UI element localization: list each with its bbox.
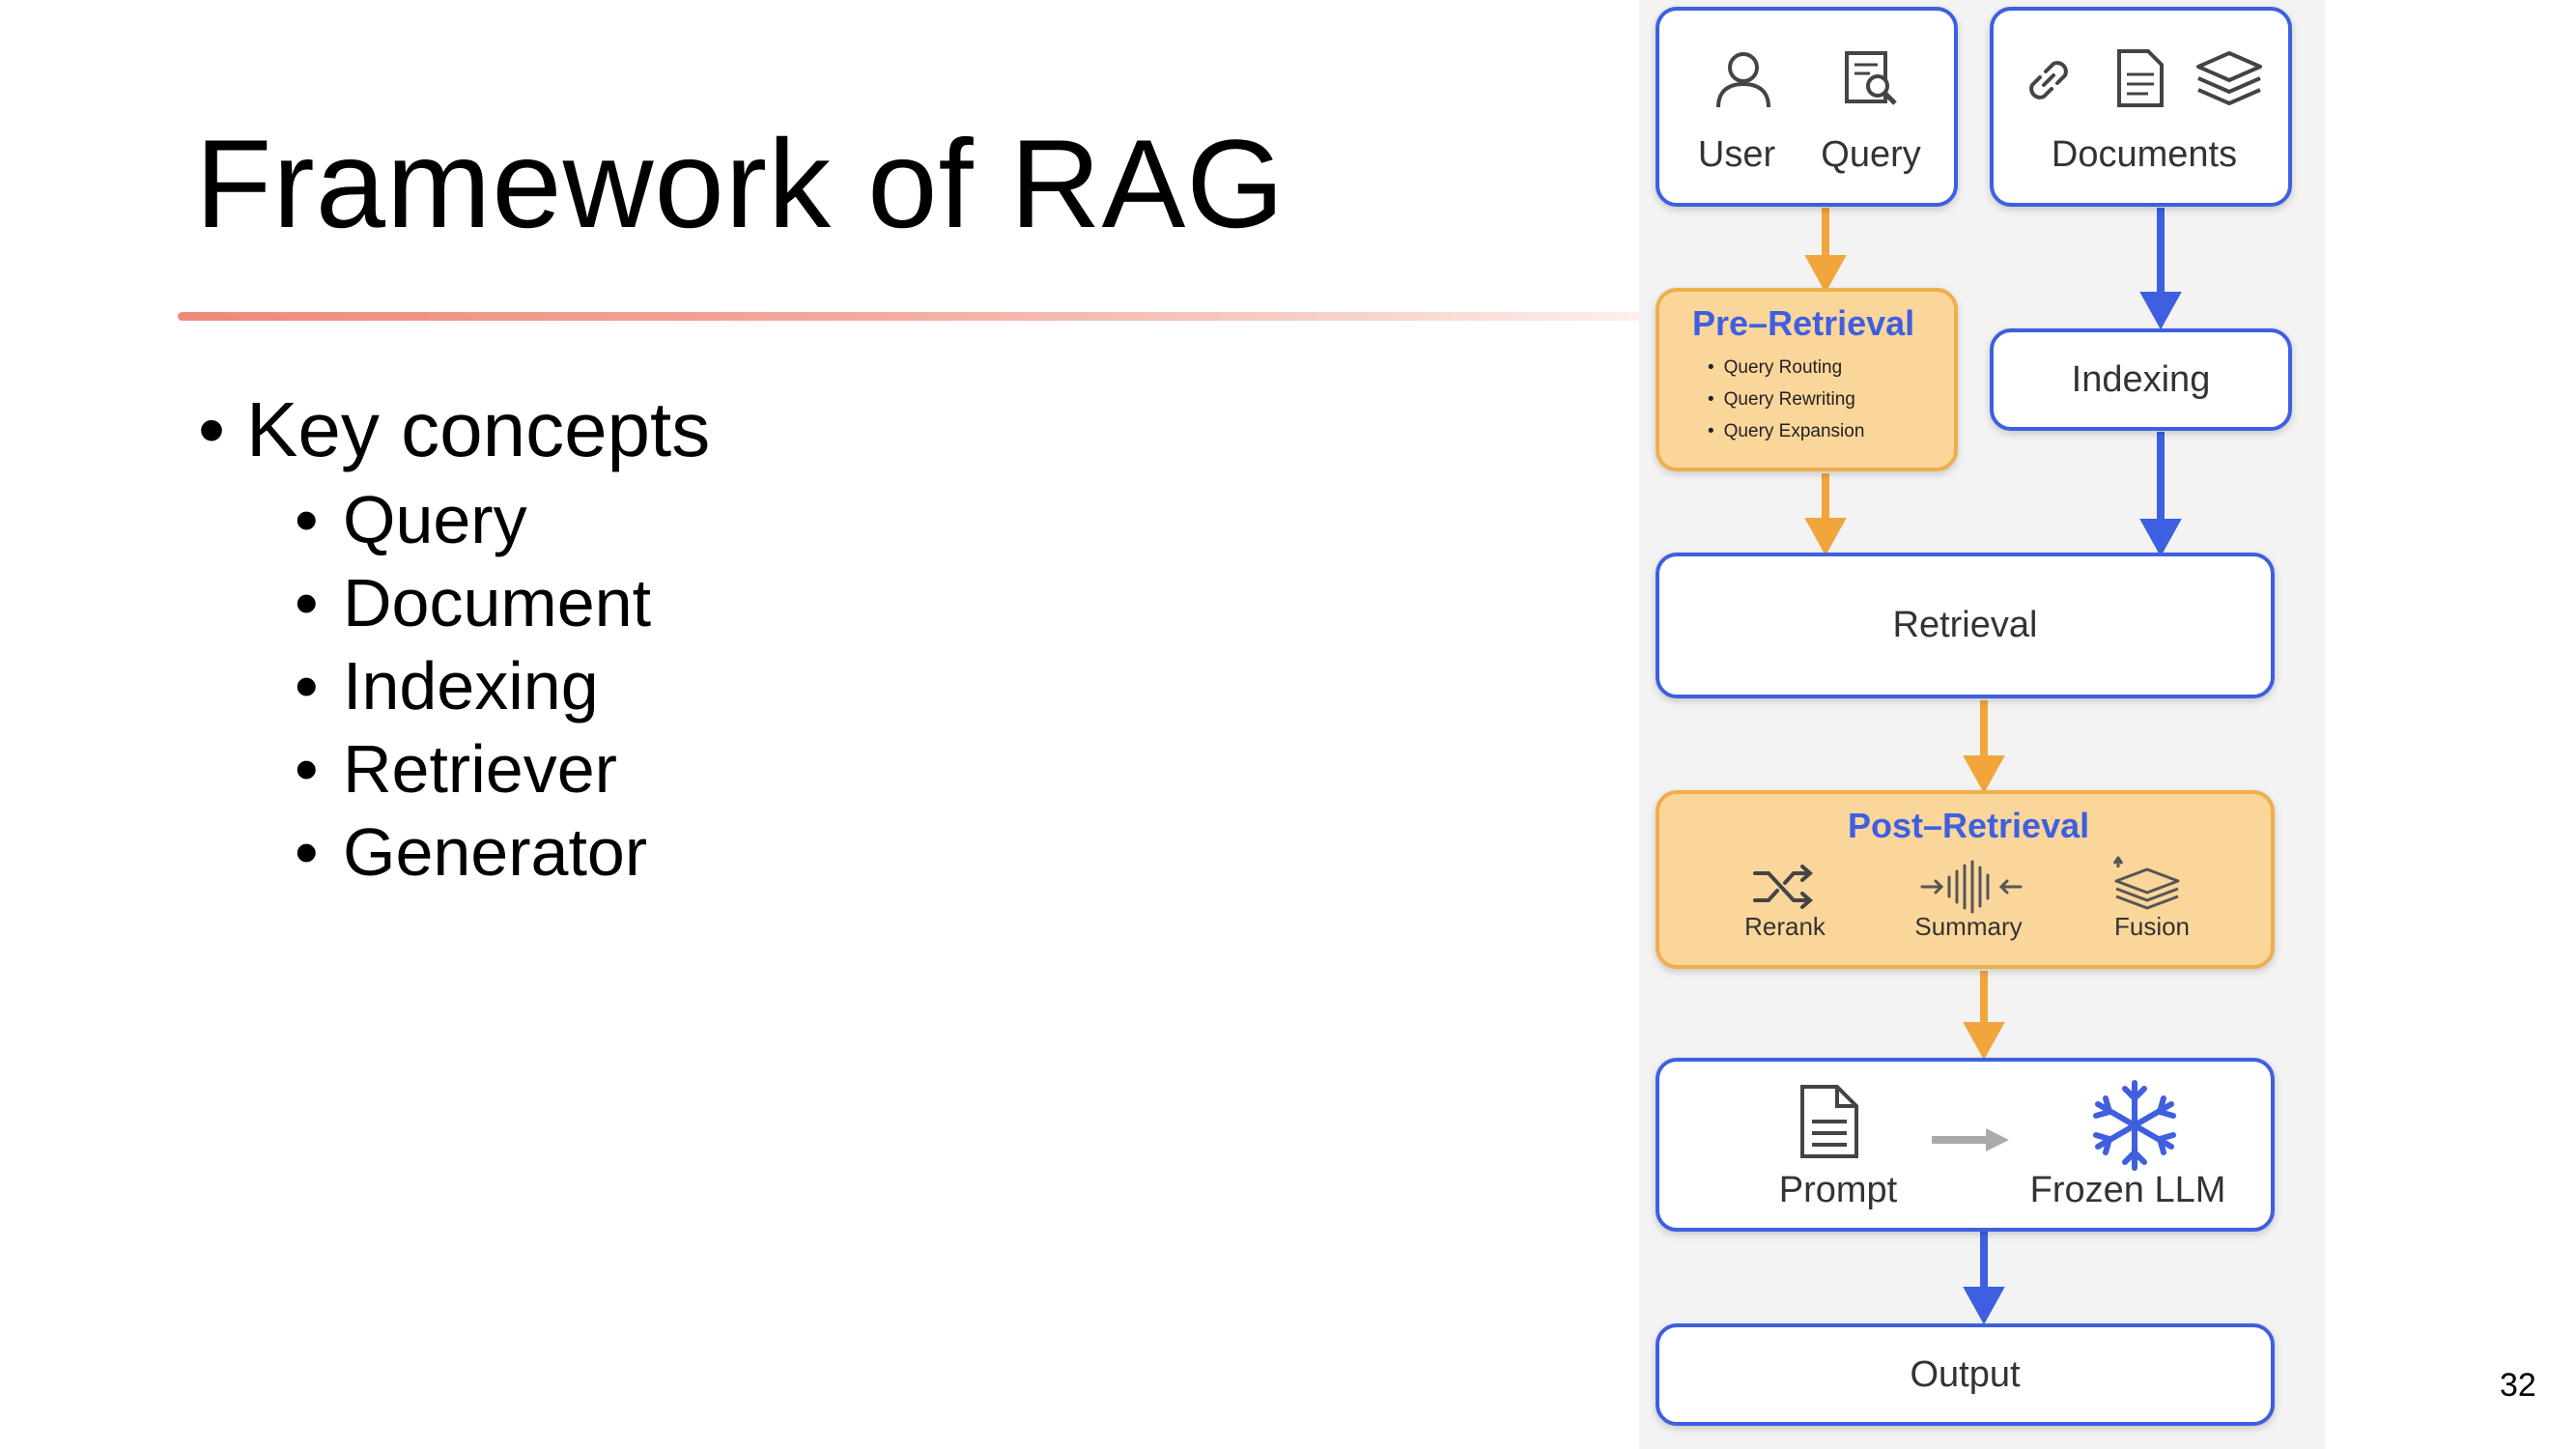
retrieval-label: Retrieval (1892, 605, 2038, 645)
rag-diagram: User Query Documents Pre–Ret (1639, 0, 2325, 1449)
page-number: 32 (2500, 1367, 2536, 1404)
documents-box: Documents (1990, 7, 2292, 207)
pre-retrieval-list: Query Routing Query Rewriting Query Expa… (1708, 352, 1865, 447)
layers-icon (2196, 51, 2262, 105)
sub-bullet-item: •Generator (295, 814, 648, 890)
list-item: Query Routing (1708, 352, 1864, 384)
sub-bullet-item: •Retriever (295, 731, 617, 807)
waveform-icon (1920, 860, 2023, 914)
documents-label: Documents (2051, 134, 2238, 175)
title-divider (178, 312, 1641, 321)
link-icon (2029, 61, 2068, 99)
frozen-llm-label: Frozen LLM (2029, 1170, 2226, 1210)
user-label: User (1697, 134, 1776, 175)
document-icon (2117, 49, 2164, 107)
query-label: Query (1821, 134, 1921, 175)
bullet-key-concepts: •Key concepts (198, 386, 711, 472)
post-retrieval-box: Post–Retrieval (1656, 790, 2275, 969)
generation-box: Prompt Frozen LLM (1656, 1058, 2275, 1232)
rerank-label: Rerank (1744, 912, 1826, 941)
indexing-label: Indexing (2071, 359, 2211, 400)
post-retrieval-title: Post–Retrieval (1848, 806, 2090, 845)
user-icon (1716, 52, 1770, 108)
document-icon (1800, 1085, 1858, 1158)
indexing-box: Indexing (1990, 328, 2292, 431)
retrieval-box: Retrieval (1656, 553, 2275, 698)
output-label: Output (1910, 1354, 2021, 1395)
pre-retrieval-title: Pre–Retrieval (1692, 303, 1915, 343)
sub-bullet-item: •Query (295, 482, 527, 557)
bullet-list: •Key concepts •Query •Document •Indexing… (198, 382, 710, 894)
user-query-box: User Query (1656, 7, 1958, 207)
shuffle-icon (1753, 865, 1814, 909)
prompt-label: Prompt (1778, 1170, 1898, 1210)
arrow-right-icon (1932, 1128, 2009, 1151)
query-search-icon (1845, 51, 1897, 105)
flow-arrows (1804, 208, 2182, 1325)
list-item: Query Expansion (1708, 415, 1865, 447)
sub-bullet-list: •Query •Document •Indexing •Retriever •G… (295, 478, 710, 894)
fusion-label: Fusion (2113, 912, 2191, 941)
stack-icon (2112, 856, 2180, 910)
snowflake-icon (2093, 1080, 2176, 1171)
slide-title: Framework of RAG (195, 113, 1286, 254)
pre-retrieval-box: Pre–Retrieval Query Routing Query Rewrit… (1656, 288, 1958, 471)
sub-bullet-item: •Indexing (295, 648, 599, 724)
summary-label: Summary (1914, 912, 2023, 941)
output-box: Output (1656, 1323, 2275, 1426)
sub-bullet-item: •Document (295, 565, 652, 640)
list-item: Query Rewriting (1708, 384, 1864, 415)
